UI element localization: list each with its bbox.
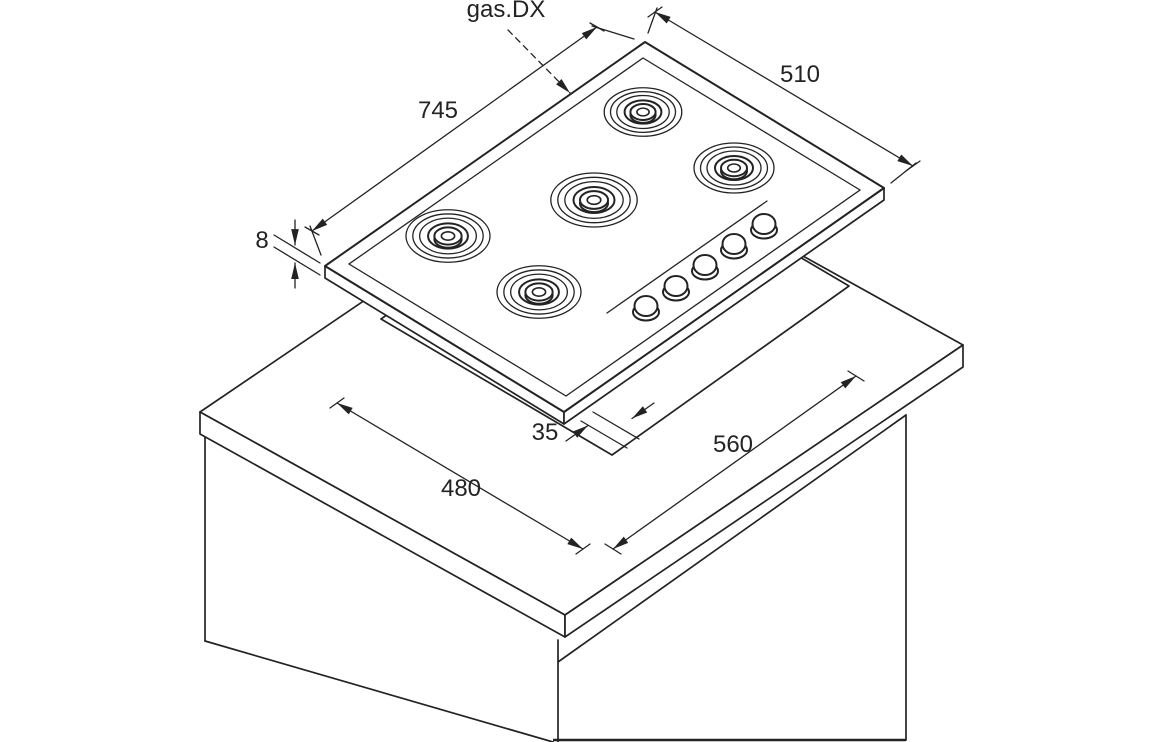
dim-line-560: [612, 375, 857, 550]
gas-connection-label: gas.DX: [467, 0, 546, 23]
dim-extension-line: [591, 25, 635, 40]
dim-label-510: 510: [780, 61, 820, 88]
dim-extension-line: [273, 234, 321, 264]
callout-leader-line: [507, 29, 571, 94]
dim-line-480: [336, 402, 584, 550]
burner-back-left: [603, 86, 683, 138]
dim-extension-line: [592, 411, 640, 440]
cabinet-bottom-left-edge: [204, 640, 554, 742]
dim-extension-line: [890, 162, 917, 184]
dim-extension-line: [273, 246, 321, 276]
dim-profile-height: 8: [255, 219, 321, 289]
dim-line-510: [654, 11, 914, 167]
dim-tick: [847, 370, 865, 382]
dim-extension-line: [647, 7, 658, 34]
control-knob-5: [632, 295, 660, 322]
control-knob-2: [720, 233, 748, 260]
dim-extension-line: [309, 225, 322, 256]
dim-tick: [575, 543, 591, 555]
dim-hob-depth: 510: [647, 6, 921, 184]
dim-label-480: 480: [441, 475, 481, 502]
control-knob-3: [691, 254, 719, 281]
dim-label-35: 35: [532, 419, 559, 446]
dim-inset: 35: [532, 402, 655, 449]
gas-connection-callout: gas.DX: [467, 0, 571, 94]
control-knob-1: [750, 213, 778, 240]
dim-label-745: 745: [418, 97, 458, 124]
dim-cutout-width: 560: [604, 370, 865, 555]
dim-tick: [604, 543, 622, 555]
dim-arrow: [631, 402, 655, 420]
dim-label-560: 560: [713, 431, 753, 458]
dim-arrow: [565, 424, 589, 442]
control-panel-edge: [606, 200, 768, 314]
dim-line-745: [311, 26, 598, 232]
dim-hob-width: 745: [304, 22, 635, 256]
dim-label-8: 8: [255, 227, 268, 254]
dim-cutout-depth: 480: [329, 397, 591, 555]
dim-tick: [329, 397, 345, 409]
control-knob-4: [662, 275, 690, 302]
dim-extension-line: [580, 420, 628, 449]
